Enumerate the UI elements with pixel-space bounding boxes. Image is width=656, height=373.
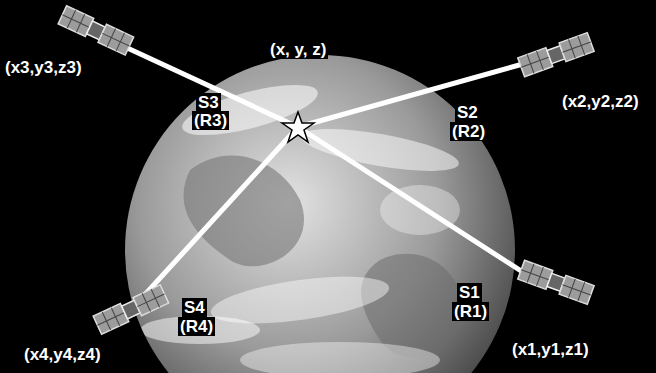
satellite-label: S2 bbox=[455, 103, 480, 122]
coordinate-label: (x1,y1,z1) bbox=[510, 340, 591, 359]
earth bbox=[125, 55, 515, 373]
range-label: (R3) bbox=[192, 111, 229, 130]
coordinate-label: (x2,y2,z2) bbox=[560, 92, 641, 111]
coordinate-label: (x4,y4,z4) bbox=[22, 345, 103, 364]
satellite-label: S3 bbox=[196, 93, 221, 112]
satellite-label: S1 bbox=[457, 283, 482, 302]
coordinate-label: (x, y, z) bbox=[268, 40, 328, 59]
satellite-label: S4 bbox=[182, 298, 207, 317]
receiver-star bbox=[282, 112, 314, 142]
range-label: (R4) bbox=[178, 317, 215, 336]
range-label: (R2) bbox=[450, 122, 487, 141]
signal-lines bbox=[110, 40, 535, 300]
range-label: (R1) bbox=[452, 302, 489, 321]
coordinate-label: (x3,y3,z3) bbox=[3, 58, 84, 77]
satellites bbox=[58, 6, 594, 335]
